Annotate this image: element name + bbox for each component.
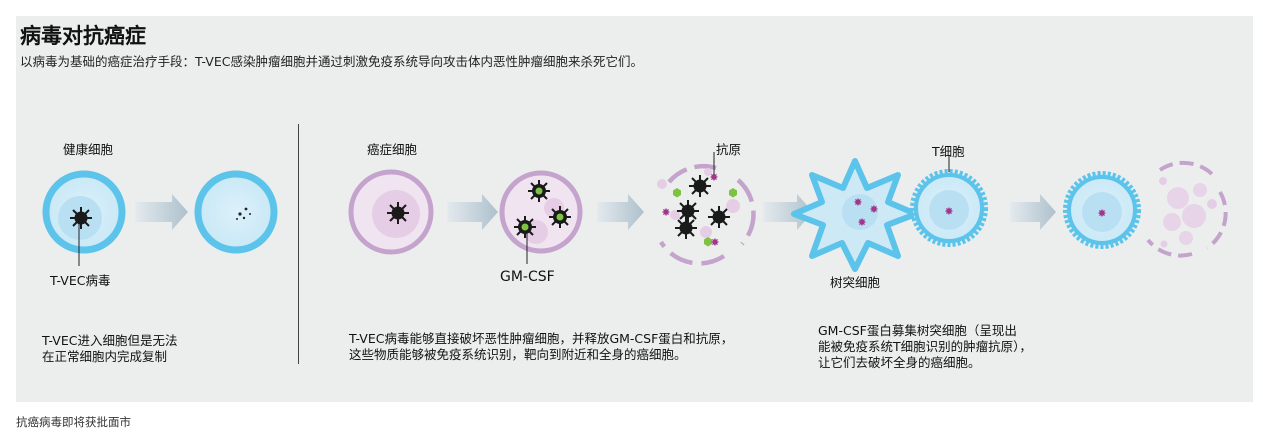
tvec-virus-icon	[70, 207, 92, 229]
tvec-virus-icon	[387, 202, 409, 224]
gm-csf-virus-icon	[514, 216, 536, 238]
released-virus-icon	[677, 200, 699, 222]
figure-caption: 抗癌病毒即将获批面市	[16, 415, 131, 429]
t-cell: ✸	[910, 169, 988, 247]
label-antigen: 抗原	[716, 142, 742, 157]
dendritic-cell	[791, 158, 919, 272]
antigen-icon: ✸ ✸ ✸	[661, 171, 719, 249]
gm-csf-virus-icon	[528, 180, 550, 202]
page-subtitle: 以病毒为基础的癌症治疗手段：T-VEC感染肿瘤细胞并通过刺激免疫系统导向攻击体内…	[20, 54, 643, 69]
step2-description: T-VEC病毒能够直接破坏恶性肿瘤细胞，并释放GM-CSF蛋白和抗原， 这些物质…	[349, 331, 734, 362]
step3-description: GM-CSF蛋白募集树突细胞（呈现出 能被免疫系统T细胞识别的肿瘤抗原）， 让它…	[818, 323, 1032, 370]
label-gm-csf: GM-CSF	[500, 269, 555, 285]
label-t-cell: T细胞	[932, 144, 965, 159]
gm-csf-protein-icon	[673, 188, 737, 247]
healthy-cell	[42, 170, 126, 254]
label-cancer-cell: 癌症细胞	[367, 142, 418, 157]
label-healthy-cell: 健康细胞	[63, 142, 114, 157]
page-title: 病毒对抗癌症	[20, 24, 146, 48]
svg-text:✸: ✸	[710, 236, 719, 249]
lysed-cancer-cell	[657, 163, 756, 266]
released-virus-icon	[675, 217, 697, 239]
svg-text:✸: ✸	[1097, 207, 1106, 220]
svg-text:✸: ✸	[661, 206, 670, 219]
section-divider	[298, 124, 299, 364]
arrow-icon	[447, 194, 498, 230]
label-tvec-virus: T-VEC病毒	[50, 273, 111, 288]
arrow-icon	[135, 194, 188, 230]
svg-text:✸: ✸	[944, 205, 953, 218]
gm-csf-virus-icon	[549, 206, 571, 228]
svg-text:✸: ✸	[869, 203, 878, 216]
label-dendritic-cell: 树突细胞	[830, 275, 881, 290]
released-virus-icon	[708, 206, 730, 228]
svg-text:✸: ✸	[709, 171, 718, 184]
svg-text:✸: ✸	[857, 216, 866, 229]
arrow-icon	[1010, 194, 1056, 230]
t-cell-attacking: ✸	[1063, 171, 1141, 249]
healthy-cell-virus-dissolved	[194, 170, 278, 254]
arrow-icon	[597, 194, 644, 230]
arrow-icon	[763, 194, 813, 230]
step1-description: T-VEC进入细胞但是无法 在正常细胞内完成复制	[42, 333, 178, 364]
destroyed-cancer-cell	[1146, 160, 1228, 258]
released-virus-icon	[689, 175, 711, 197]
svg-text:✸: ✸	[853, 196, 862, 209]
antigen-icon: ✸ ✸ ✸	[853, 196, 878, 229]
